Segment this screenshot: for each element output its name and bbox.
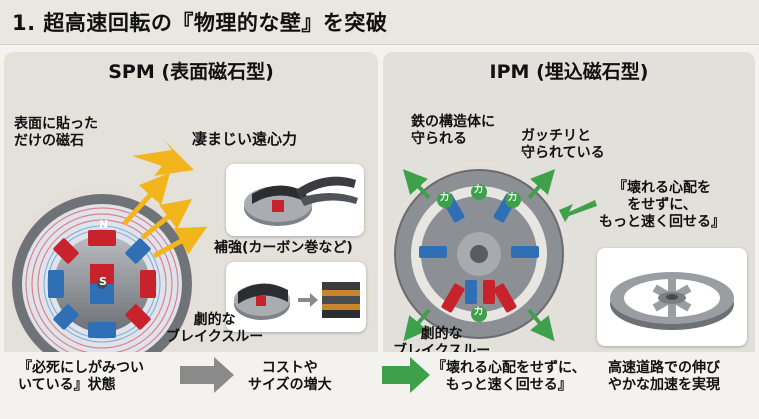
spm-panel: SPM (表面磁石型): [4, 52, 378, 415]
title-bar: 1. 超高速回転の『物理的な壁』を突破: [0, 0, 759, 45]
spm-centrifugal-image: [226, 164, 364, 236]
spm-cost-text: コストや サイズの増大: [248, 360, 332, 393]
spm-heading: SPM (表面磁石型): [108, 61, 274, 83]
pole-s-label: S: [99, 275, 107, 288]
ipm-wheel-image: [597, 248, 747, 346]
bottom-summary: 『必死にしがみつい いている』状態 コストや サイズの増大 『壊れる心配をせずに…: [0, 352, 759, 419]
force-mark-1: 力: [440, 193, 450, 203]
rotor-wheel-illustration: [610, 272, 734, 330]
spm-state-text: 『必死にしがみつい いている』状態: [18, 360, 144, 393]
flying-magnet-illustration: [244, 176, 358, 226]
bottom-arrows: [180, 357, 430, 393]
force-mark-3: 力: [508, 193, 518, 203]
force-mark-2: 力: [474, 185, 484, 195]
highway-text: 高速道路での伸び やかな加速を実現: [608, 360, 720, 393]
spm-label-reinforce: 補強(カーボン巻など): [214, 240, 353, 256]
pole-n-label: N: [99, 218, 109, 231]
spm-reinforce-image: [226, 262, 366, 332]
carbon-wrap-illustration: [234, 282, 360, 320]
ipm-label-iron: 鉄の構造体に 守られる: [411, 114, 495, 147]
ipm-label-quote: 『壊れる心配を をせずに、 もっと速く回せる』: [599, 180, 725, 230]
spm-label-centrifugal: 凄まじい遠心力: [192, 130, 298, 148]
ipm-label-secure: ガッチリと 守られている: [521, 128, 605, 161]
ipm-heading: IPM (埋込磁石型): [489, 61, 649, 83]
page-title: 1. 超高速回転の『物理的な壁』を突破: [12, 11, 388, 35]
spm-label-surface: 表面に貼った だけの磁石: [14, 116, 98, 149]
spm-label-breakthrough: 劇的な ブレイクスルー: [166, 312, 264, 345]
ipm-motor-diagram: [383, 150, 597, 396]
force-mark-4: 力: [474, 307, 484, 317]
ipm-result-text: 『壊れる心配をせずに、 もっと速く回せる』: [432, 360, 586, 393]
